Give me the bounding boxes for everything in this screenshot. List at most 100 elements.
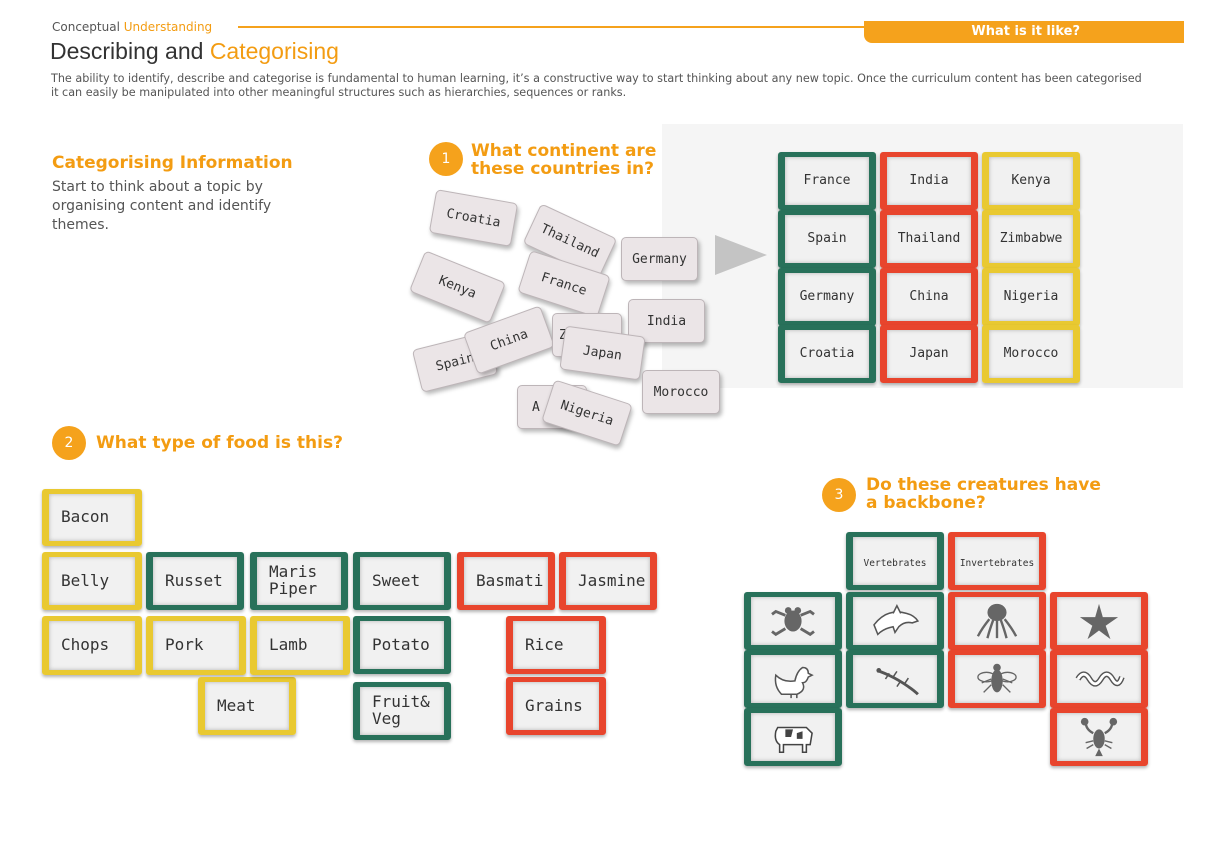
- continent-tile-label: Nigeria: [989, 273, 1073, 321]
- country-card[interactable]: Morocco: [642, 370, 720, 414]
- creature-tile[interactable]: [744, 592, 842, 650]
- continent-tile[interactable]: India: [880, 152, 978, 210]
- creature-tile[interactable]: [846, 650, 944, 708]
- country-card[interactable]: Kenya: [408, 250, 507, 324]
- continent-tile[interactable]: Kenya: [982, 152, 1080, 210]
- creature-tile[interactable]: [1050, 708, 1148, 766]
- food-tile[interactable]: Russet: [146, 552, 244, 610]
- lobster-icon: [1080, 717, 1118, 757]
- creature-tile[interactable]: [1050, 650, 1148, 708]
- food-tile-label: Fruit& Veg: [360, 687, 444, 735]
- food-tile-label: Sweet: [360, 557, 444, 605]
- arrow-right-icon: [715, 235, 767, 275]
- continent-tile-label: France: [785, 157, 869, 205]
- creature-tile[interactable]: [948, 592, 1046, 650]
- section-kicker: Conceptual Understanding: [52, 20, 213, 34]
- continent-question: What continent are these countries in?: [471, 141, 657, 179]
- food-tile-label: Russet: [153, 557, 237, 605]
- food-tile[interactable]: Belly: [42, 552, 142, 610]
- backbone-question: Do these creatures have a backbone?: [866, 475, 1101, 513]
- continent-tile-label: Morocco: [989, 330, 1073, 378]
- creature-tile[interactable]: [1050, 592, 1148, 650]
- vertebrates-header-label: Vertebrates: [853, 537, 937, 585]
- food-tile[interactable]: Rice: [506, 616, 606, 674]
- food-tile[interactable]: Lamb: [250, 616, 350, 675]
- header-tab: What is it like?: [864, 21, 1184, 43]
- creature-tile-label: [1057, 713, 1141, 761]
- continent-tile[interactable]: Zimbabwe: [982, 210, 1080, 268]
- dolphin-icon: [873, 604, 920, 636]
- food-tile-label: Grains: [513, 682, 599, 730]
- continent-tile-label: Spain: [785, 215, 869, 263]
- step-1-badge: 1: [429, 142, 463, 176]
- continent-tile-label: Kenya: [989, 157, 1073, 205]
- creature-tile-label: [751, 713, 835, 761]
- food-tile[interactable]: Basmati: [457, 552, 555, 610]
- header-rule: [238, 26, 866, 28]
- creature-tile-label: [1057, 597, 1141, 645]
- creature-tile-label: [955, 655, 1039, 703]
- continent-tile[interactable]: Morocco: [982, 325, 1080, 383]
- food-tile[interactable]: Grains: [506, 677, 606, 735]
- creature-tile[interactable]: [744, 708, 842, 766]
- starfish-icon: [1079, 603, 1119, 640]
- creature-tile-label: [751, 597, 835, 645]
- food-tile-label: Meat: [205, 682, 289, 730]
- continent-tile[interactable]: Nigeria: [982, 268, 1080, 326]
- intro-paragraph: The ability to identify, describe and ca…: [51, 72, 1142, 99]
- creature-tile-label: [853, 655, 937, 703]
- continent-tile-label: Croatia: [785, 330, 869, 378]
- chicken-icon: [774, 666, 814, 699]
- continent-tile[interactable]: China: [880, 268, 978, 326]
- food-tile[interactable]: Fruit& Veg: [353, 682, 451, 740]
- octopus-icon: [976, 603, 1018, 639]
- food-tile-label: Belly: [49, 557, 135, 605]
- food-tile[interactable]: Chops: [42, 616, 142, 675]
- food-tile[interactable]: Bacon: [42, 489, 142, 546]
- fly-icon: [977, 663, 1017, 693]
- step-2-badge: 2: [52, 426, 86, 460]
- food-tile-label: Pork: [153, 621, 239, 670]
- country-card[interactable]: Croatia: [428, 189, 519, 247]
- categorising-heading: Categorising Information: [52, 153, 293, 173]
- country-card[interactable]: Germany: [621, 237, 698, 281]
- continent-tile[interactable]: Thailand: [880, 210, 978, 268]
- food-tile-label: Bacon: [49, 494, 135, 541]
- lizard-icon: [876, 668, 919, 696]
- continent-tile-label: China: [887, 273, 971, 321]
- invertebrates-header[interactable]: Invertebrates: [948, 532, 1046, 590]
- continent-tile-label: Germany: [785, 273, 869, 321]
- continent-tile-label: Japan: [887, 330, 971, 378]
- food-tile[interactable]: Maris Piper: [250, 552, 348, 610]
- food-tile[interactable]: Meat: [198, 677, 296, 735]
- continent-tile[interactable]: France: [778, 152, 876, 210]
- vertebrates-header[interactable]: Vertebrates: [846, 532, 944, 590]
- continent-tile-label: India: [887, 157, 971, 205]
- food-tile-label: Rice: [513, 621, 599, 669]
- food-tile[interactable]: Sweet: [353, 552, 451, 610]
- creature-tile[interactable]: [948, 650, 1046, 708]
- creature-tile-label: [751, 655, 835, 703]
- food-tile-label: Jasmine: [566, 557, 650, 605]
- food-tile-label: Lamb: [257, 621, 343, 670]
- cow-icon: [774, 726, 813, 754]
- food-tile-label: Chops: [49, 621, 135, 670]
- invertebrates-header-label: Invertebrates: [955, 537, 1039, 585]
- food-tile[interactable]: Jasmine: [559, 552, 657, 610]
- worm-icon: [1075, 671, 1125, 687]
- food-tile[interactable]: Potato: [353, 616, 451, 674]
- food-tile-label: Maris Piper: [257, 557, 341, 605]
- continent-tile[interactable]: Croatia: [778, 325, 876, 383]
- frog-icon: [771, 607, 815, 637]
- country-card[interactable]: Nigeria: [541, 379, 633, 447]
- step-3-badge: 3: [822, 478, 856, 512]
- food-tile-label: Potato: [360, 621, 444, 669]
- food-tile[interactable]: Pork: [146, 616, 246, 675]
- creature-tile[interactable]: [846, 592, 944, 650]
- continent-tile[interactable]: Germany: [778, 268, 876, 326]
- categorising-text: Start to think about a topic by organisi…: [52, 179, 272, 233]
- continent-tile[interactable]: Japan: [880, 325, 978, 383]
- creature-tile[interactable]: [744, 650, 842, 708]
- creature-tile-label: [1057, 655, 1141, 703]
- continent-tile[interactable]: Spain: [778, 210, 876, 268]
